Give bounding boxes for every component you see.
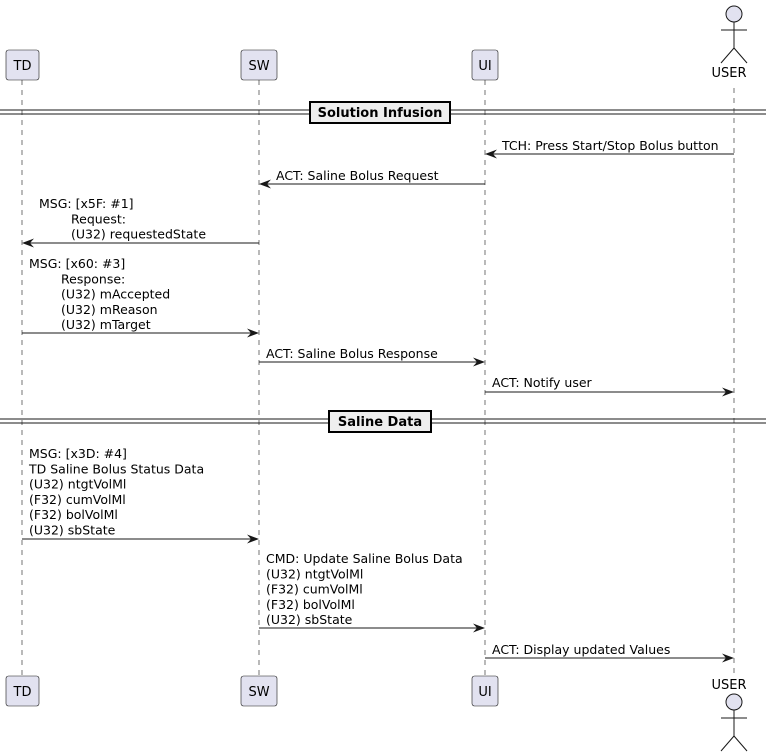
message-msg-x3d-status-data: MSG: [x3D: #4]TD Saline Bolus Status Dat… — [22, 446, 259, 544]
message-line: ACT: Saline Bolus Response — [266, 346, 438, 361]
message-act-display-updated-values: ACT: Display updated Values — [485, 642, 734, 663]
message-line: (U32) ntgtVolMl — [29, 477, 126, 492]
participant-ui-bottom: UI — [471, 675, 499, 707]
actor-user-top: USER — [711, 5, 748, 81]
message-label: CMD: Update Saline Bolus Data(U32) ntgtV… — [266, 551, 463, 627]
message-line: (U32) sbState — [266, 612, 353, 627]
message-label: ACT: Saline Bolus Request — [276, 168, 439, 183]
message-line: ACT: Notify user — [492, 375, 593, 390]
participant-label: TD — [13, 59, 32, 74]
participant-label: UI — [478, 59, 491, 74]
message-cmd-update-saline-bolus-data: CMD: Update Saline Bolus Data(U32) ntgtV… — [259, 551, 485, 633]
message-line: MSG: [x3D: #4] — [29, 446, 127, 461]
message-tch-press-start-stop: TCH: Press Start/Stop Bolus button — [485, 138, 734, 159]
participant-label: USER — [711, 678, 746, 693]
message-act-saline-bolus-request: ACT: Saline Bolus Request — [259, 168, 485, 189]
message-line: (U32) mReason — [61, 302, 158, 317]
message-line: (U32) requestedState — [71, 227, 206, 242]
message-line: (U32) mTarget — [61, 317, 151, 332]
message-line: CMD: Update Saline Bolus Data — [266, 551, 463, 566]
message-line: (F32) bolVolMl — [29, 507, 118, 522]
message-line: ACT: Display updated Values — [492, 642, 670, 657]
divider-label: Saline Data — [338, 415, 422, 430]
message-line: (U32) ntgtVolMl — [266, 566, 363, 581]
divider-label: Solution Infusion — [318, 106, 443, 121]
participant-label: SW — [248, 59, 269, 74]
participant-sw-bottom: SW — [240, 675, 278, 707]
divider-saline-data: Saline Data — [0, 410, 766, 433]
message-label: ACT: Display updated Values — [492, 642, 670, 657]
participant-label: SW — [248, 685, 269, 700]
actor-icon — [720, 693, 748, 752]
message-line: (U32) mAccepted — [61, 287, 170, 302]
message-line: MSG: [x60: #3] — [29, 256, 125, 271]
participant-label: TD — [13, 685, 32, 700]
message-act-notify-user: ACT: Notify user — [485, 375, 734, 397]
participant-ui-top: UI — [471, 49, 499, 81]
message-msg-x60-response: MSG: [x60: #3]Response:(U32) mAccepted(U… — [22, 256, 259, 338]
message-label: MSG: [x3D: #4]TD Saline Bolus Status Dat… — [28, 446, 204, 538]
participant-td-bottom: TD — [5, 675, 40, 707]
actor-user-bottom: USER — [711, 678, 748, 752]
message-line: (F32) cumVolMl — [29, 492, 126, 507]
message-line: MSG: [x5F: #1] — [39, 196, 134, 211]
message-msg-x5f-request: MSG: [x5F: #1]Request:(U32) requestedSta… — [22, 196, 259, 248]
message-line: TCH: Press Start/Stop Bolus button — [501, 138, 719, 153]
message-line: ACT: Saline Bolus Request — [276, 168, 439, 183]
actor-icon — [720, 5, 748, 64]
participant-td-top: TD — [5, 49, 40, 81]
message-line: Response: — [61, 271, 125, 286]
participant-sw-top: SW — [240, 49, 278, 81]
message-label: TCH: Press Start/Stop Bolus button — [501, 138, 719, 153]
message-label: ACT: Notify user — [492, 375, 593, 390]
message-line: TD Saline Bolus Status Data — [28, 461, 204, 476]
participant-label: USER — [711, 66, 746, 81]
message-label: ACT: Saline Bolus Response — [266, 346, 438, 361]
message-line: Request: — [71, 211, 126, 226]
message-line: (F32) cumVolMl — [266, 582, 363, 597]
participant-label: UI — [478, 685, 491, 700]
message-line: (U32) sbState — [29, 523, 116, 538]
message-line: (F32) bolVolMl — [266, 597, 355, 612]
message-label: MSG: [x60: #3]Response:(U32) mAccepted(U… — [29, 256, 170, 332]
divider-solution-infusion: Solution Infusion — [0, 101, 766, 124]
message-act-saline-bolus-response: ACT: Saline Bolus Response — [259, 346, 485, 367]
message-label: MSG: [x5F: #1]Request:(U32) requestedSta… — [39, 196, 206, 242]
